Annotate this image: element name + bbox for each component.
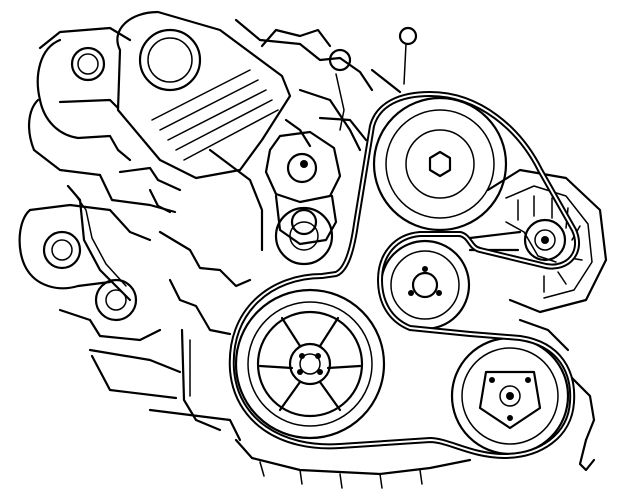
engine-block bbox=[18, 26, 264, 442]
oil-pan bbox=[234, 438, 472, 489]
intake-manifold bbox=[118, 18, 418, 214]
timing-belt-cover bbox=[116, 10, 292, 180]
water-pump-pulley bbox=[372, 96, 508, 232]
alternator-pulley bbox=[523, 218, 567, 262]
alternator bbox=[468, 168, 608, 314]
serpentine-belt bbox=[228, 91, 581, 459]
belt-tensioner bbox=[264, 130, 342, 266]
crankshaft-pulley bbox=[234, 288, 386, 440]
belt-tensioner-pulley bbox=[274, 206, 334, 266]
